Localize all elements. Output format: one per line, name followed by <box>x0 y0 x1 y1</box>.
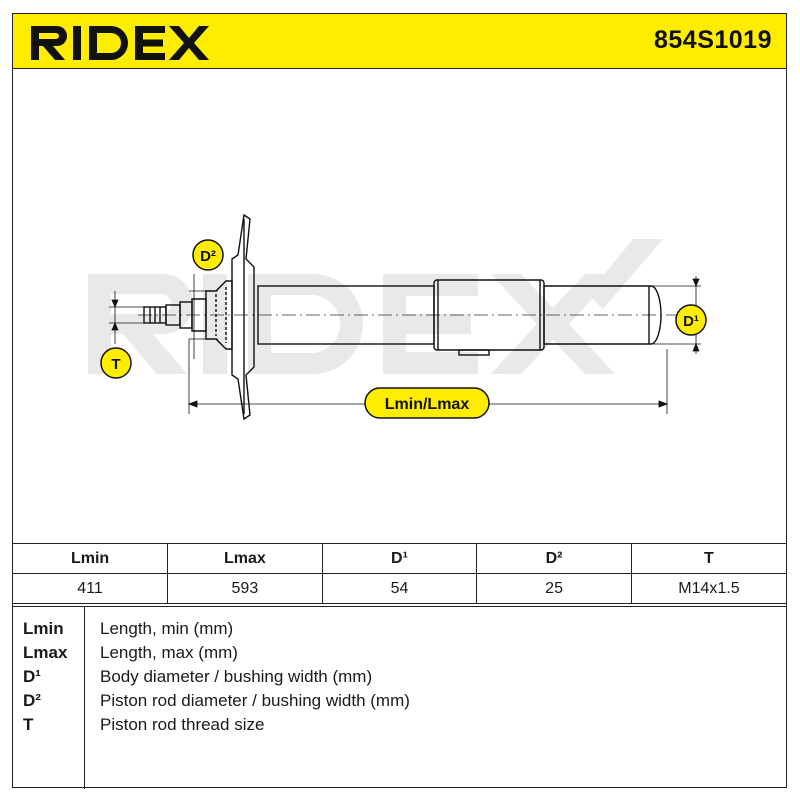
legend-key: Lmin <box>23 619 64 638</box>
label-length: Lmin/Lmax <box>364 387 490 419</box>
spec-header-row: Lmin Lmax D¹ D² T <box>13 543 786 574</box>
spec-value-d2: 25 <box>476 573 632 604</box>
legend-divider <box>84 607 85 789</box>
spec-header-d2: D² <box>476 543 632 574</box>
spec-value-t: M14x1.5 <box>630 573 786 604</box>
legend-key: Lmax <box>23 643 68 662</box>
spec-sheet: 854S1019 <box>12 13 787 789</box>
legend-key: D² <box>23 691 41 710</box>
spec-value-d1: 54 <box>321 573 478 604</box>
lower-body <box>543 285 662 345</box>
part-number: 854S1019 <box>653 26 772 54</box>
svg-text:Lmin/Lmax: Lmin/Lmax <box>385 396 470 413</box>
legend: Lmin Length, min (mm) Lmax Length, max (… <box>13 606 786 789</box>
legend-desc: Body diameter / bushing width (mm) <box>100 667 373 686</box>
spec-table: Lmin Lmax D¹ D² T 411 593 54 25 M14x1.5 <box>13 543 786 604</box>
svg-text:D²: D² <box>200 248 216 265</box>
label-t: T <box>100 347 132 379</box>
spec-value-row: 411 593 54 25 M14x1.5 <box>13 573 786 604</box>
header-bar: 854S1019 <box>13 14 786 69</box>
spec-header-lmin: Lmin <box>13 543 169 574</box>
spec-header-d1: D¹ <box>321 543 478 574</box>
legend-key: T <box>23 715 34 734</box>
spec-value-lmin: 411 <box>13 573 169 604</box>
label-d1: D¹ <box>675 304 707 336</box>
watermark-logo <box>88 239 663 374</box>
legend-desc: Length, max (mm) <box>100 643 238 662</box>
shock-absorber-drawing: D² D¹ T Lmin/Lmax <box>88 213 707 421</box>
legend-key: D¹ <box>23 667 41 686</box>
ridex-logo <box>31 26 209 60</box>
svg-text:D¹: D¹ <box>683 313 699 330</box>
spring-plate <box>231 213 255 421</box>
spec-value-lmax: 593 <box>167 573 323 604</box>
svg-text:T: T <box>111 356 120 373</box>
legend-desc: Piston rod diameter / bushing width (mm) <box>100 691 410 710</box>
label-d2: D² <box>192 239 224 271</box>
spec-header-t: T <box>630 543 786 574</box>
legend-desc: Length, min (mm) <box>100 619 234 638</box>
legend-desc: Piston rod thread size <box>100 715 265 734</box>
spec-header-lmax: Lmax <box>167 543 323 574</box>
